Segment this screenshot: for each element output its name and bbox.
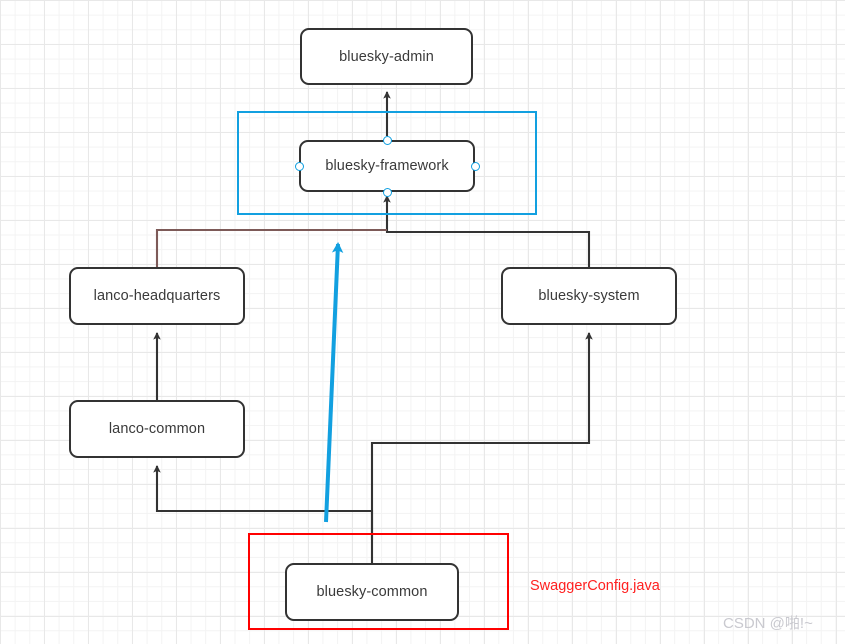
node-label: bluesky-system [538,288,640,304]
csdn-watermark: CSDN @啪!~ [723,615,813,632]
node-label: lanco-headquarters [93,288,221,304]
node-bluesky-framework[interactable]: bluesky-framework [299,140,475,192]
node-label: lanco-common [108,421,206,437]
node-label: bluesky-framework [325,158,449,174]
node-label: bluesky-common [316,584,428,600]
node-bluesky-admin[interactable]: bluesky-admin [300,28,473,85]
resize-handle-right[interactable] [471,162,480,171]
node-lanco-common[interactable]: lanco-common [69,400,245,458]
node-label: bluesky-admin [339,48,434,65]
edge-blueskycommon-to-system [370,331,593,563]
node-bluesky-common[interactable]: bluesky-common [285,563,459,621]
node-bluesky-system[interactable]: bluesky-system [501,267,677,325]
swagger-config-annotation: SwaggerConfig.java [530,578,660,594]
node-lanco-headquarters[interactable]: lanco-headquarters [69,267,245,325]
edge-headquarters-to-framework [155,228,387,267]
resize-handle-top[interactable] [383,136,392,145]
resize-handle-bottom[interactable] [383,188,392,197]
resize-handle-left[interactable] [295,162,304,171]
edge-blueskycommon-to-lancocommon [153,464,374,540]
swagger-config-dependency-arrow [324,242,344,523]
